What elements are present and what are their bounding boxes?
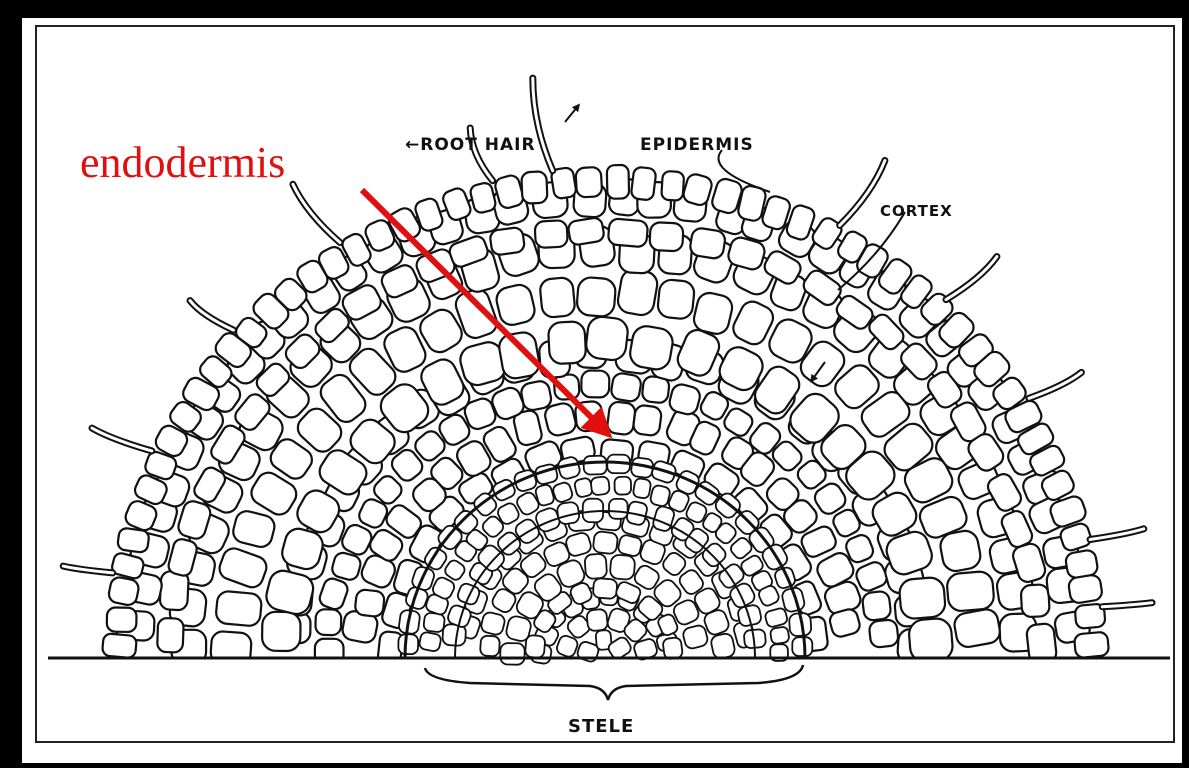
cell — [649, 222, 683, 251]
cell — [398, 634, 418, 654]
cell — [609, 499, 628, 519]
cell — [500, 643, 525, 665]
cell — [107, 607, 137, 632]
cell — [117, 527, 150, 553]
cell — [520, 380, 553, 412]
cell — [354, 589, 385, 617]
cell — [593, 578, 618, 599]
cell — [576, 277, 616, 318]
cell — [1068, 574, 1104, 604]
endodermis-label: endodermis — [80, 138, 285, 187]
cell — [521, 171, 547, 203]
cell — [489, 227, 525, 256]
cell — [593, 531, 619, 555]
cell — [497, 330, 541, 380]
cell — [689, 227, 726, 260]
cell — [581, 370, 609, 397]
cell — [584, 553, 607, 579]
cell — [607, 165, 629, 199]
cell — [608, 218, 649, 247]
cell — [102, 633, 137, 658]
cell — [628, 324, 675, 372]
cell — [315, 609, 341, 635]
stele-label: STELE — [568, 716, 634, 737]
cell — [946, 571, 995, 612]
cell — [586, 609, 608, 632]
cell — [160, 571, 189, 611]
cell — [649, 484, 671, 507]
cell — [535, 220, 568, 248]
cell — [632, 404, 662, 436]
cell — [1021, 584, 1050, 617]
cell — [869, 619, 899, 648]
cell — [1074, 632, 1109, 659]
cell — [590, 476, 610, 495]
cell — [614, 477, 631, 495]
cell — [548, 321, 586, 364]
cell — [423, 612, 445, 632]
cell — [661, 171, 684, 201]
cell — [539, 277, 575, 318]
cell — [899, 577, 947, 620]
cell — [585, 315, 630, 361]
cell — [215, 590, 262, 626]
cell — [583, 456, 606, 475]
cell — [862, 591, 892, 622]
root-hair-label: ←ROOT HAIR — [405, 135, 536, 155]
cell — [616, 268, 659, 317]
cell — [606, 401, 636, 435]
cell — [792, 637, 812, 656]
cell — [574, 477, 594, 498]
cell — [107, 576, 140, 607]
cortex-label: CORTEX — [880, 202, 953, 220]
cell — [657, 279, 695, 320]
cell — [610, 554, 636, 580]
cell — [631, 166, 657, 200]
cell — [480, 635, 500, 656]
cell — [262, 612, 301, 651]
cell — [567, 217, 605, 246]
cell — [770, 626, 790, 644]
cell — [419, 631, 442, 652]
cell — [710, 632, 736, 659]
cell — [610, 372, 642, 403]
cell — [953, 608, 1002, 649]
cell — [938, 529, 982, 574]
cell — [575, 167, 602, 198]
cell — [908, 618, 954, 663]
cell — [157, 618, 184, 653]
epidermis-label: EPIDERMIS — [640, 135, 754, 155]
cell — [662, 637, 683, 660]
cell — [633, 478, 652, 499]
